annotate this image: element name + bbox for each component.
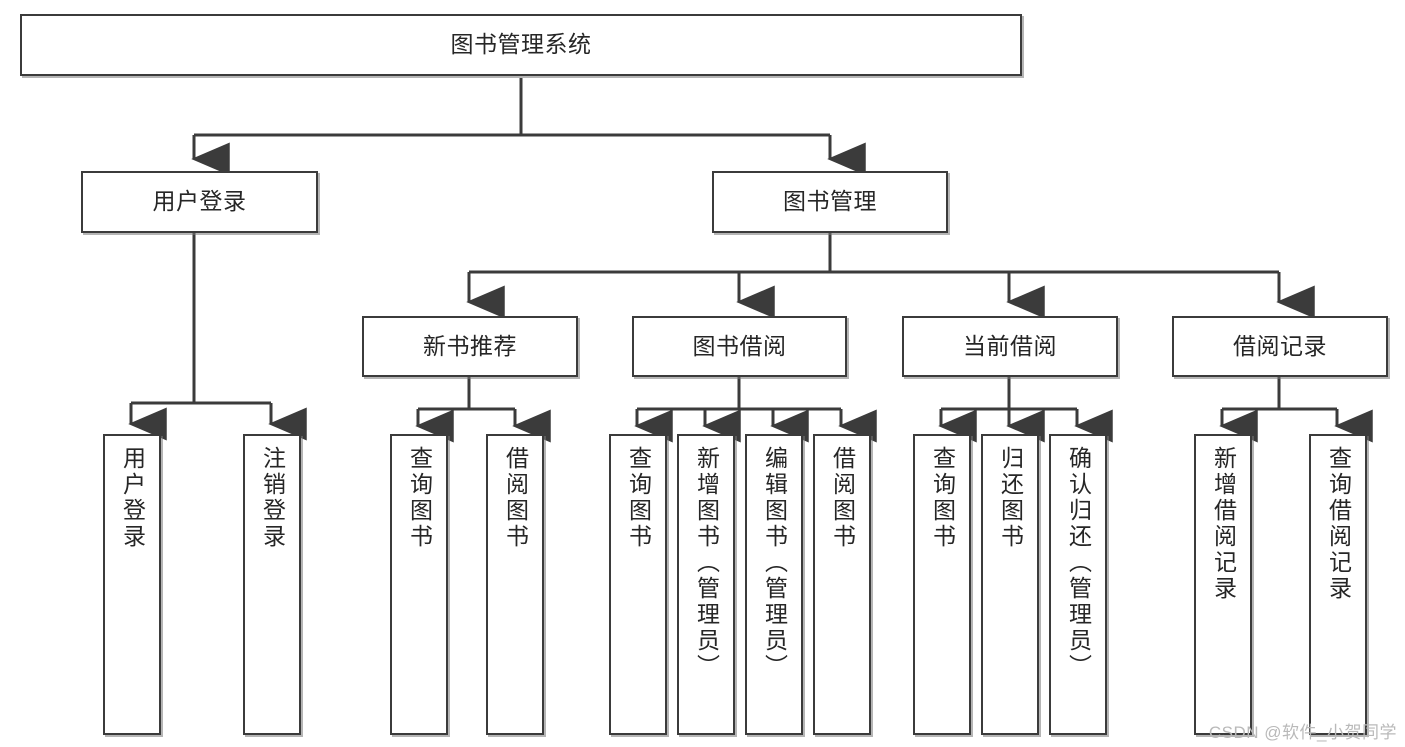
leaf-current-return-book[interactable]: 归还图书 <box>981 434 1039 735</box>
node-book-borrow-label: 图书借阅 <box>692 332 787 359</box>
leaf-current-confirm-return[interactable]: 确认归还（管理员） <box>1049 434 1107 735</box>
leaf-borrow-add-book-label: 新增图书（管理员） <box>693 446 720 680</box>
node-new-book-recommend[interactable]: 新书推荐 <box>362 316 578 377</box>
leaf-recommend-query-book[interactable]: 查询图书 <box>390 434 448 735</box>
leaf-user-login-signin-label: 用户登录 <box>119 446 146 550</box>
leaf-borrow-query-book[interactable]: 查询图书 <box>609 434 667 735</box>
leaf-borrow-add-book[interactable]: 新增图书（管理员） <box>677 434 735 735</box>
node-current-borrow-label: 当前借阅 <box>963 332 1057 359</box>
leaf-record-query-record-label: 查询借阅记录 <box>1325 446 1352 602</box>
leaf-recommend-borrow-book-label: 借阅图书 <box>502 446 529 550</box>
leaf-borrow-query-book-label: 查询图书 <box>625 446 652 550</box>
leaf-borrow-edit-book-label: 编辑图书（管理员） <box>761 446 788 680</box>
leaf-current-query-book-label: 查询图书 <box>929 446 956 550</box>
leaf-borrow-borrow-book[interactable]: 借阅图书 <box>813 434 871 735</box>
leaf-record-add-record[interactable]: 新增借阅记录 <box>1194 434 1252 735</box>
leaf-current-confirm-return-label: 确认归还（管理员） <box>1065 446 1092 680</box>
leaf-recommend-borrow-book[interactable]: 借阅图书 <box>486 434 544 735</box>
leaf-borrow-borrow-book-label: 借阅图书 <box>829 446 856 550</box>
node-new-book-recommend-label: 新书推荐 <box>423 332 517 359</box>
node-user-login[interactable]: 用户登录 <box>81 171 318 233</box>
leaf-current-return-book-label: 归还图书 <box>997 446 1024 550</box>
node-root[interactable]: 图书管理系统 <box>20 14 1022 76</box>
leaf-recommend-query-book-label: 查询图书 <box>406 446 433 550</box>
leaf-user-login-signout-label: 注销登录 <box>259 446 286 550</box>
node-user-login-label: 用户登录 <box>152 188 247 215</box>
node-current-borrow[interactable]: 当前借阅 <box>902 316 1118 377</box>
leaf-borrow-edit-book[interactable]: 编辑图书（管理员） <box>745 434 803 735</box>
watermark-text: CSDN @软件_小贺同学 <box>1208 723 1397 742</box>
leaf-user-login-signout[interactable]: 注销登录 <box>243 434 301 735</box>
leaf-user-login-signin[interactable]: 用户登录 <box>103 434 161 735</box>
node-book-borrow[interactable]: 图书借阅 <box>632 316 847 377</box>
leaf-record-add-record-label: 新增借阅记录 <box>1210 446 1237 602</box>
node-borrow-record[interactable]: 借阅记录 <box>1172 316 1388 377</box>
leaf-current-query-book[interactable]: 查询图书 <box>913 434 971 735</box>
node-root-label: 图书管理系统 <box>450 31 592 58</box>
node-book-management-label: 图书管理 <box>783 188 877 215</box>
node-borrow-record-label: 借阅记录 <box>1233 332 1327 359</box>
node-book-management[interactable]: 图书管理 <box>712 171 948 233</box>
leaf-record-query-record[interactable]: 查询借阅记录 <box>1309 434 1367 735</box>
